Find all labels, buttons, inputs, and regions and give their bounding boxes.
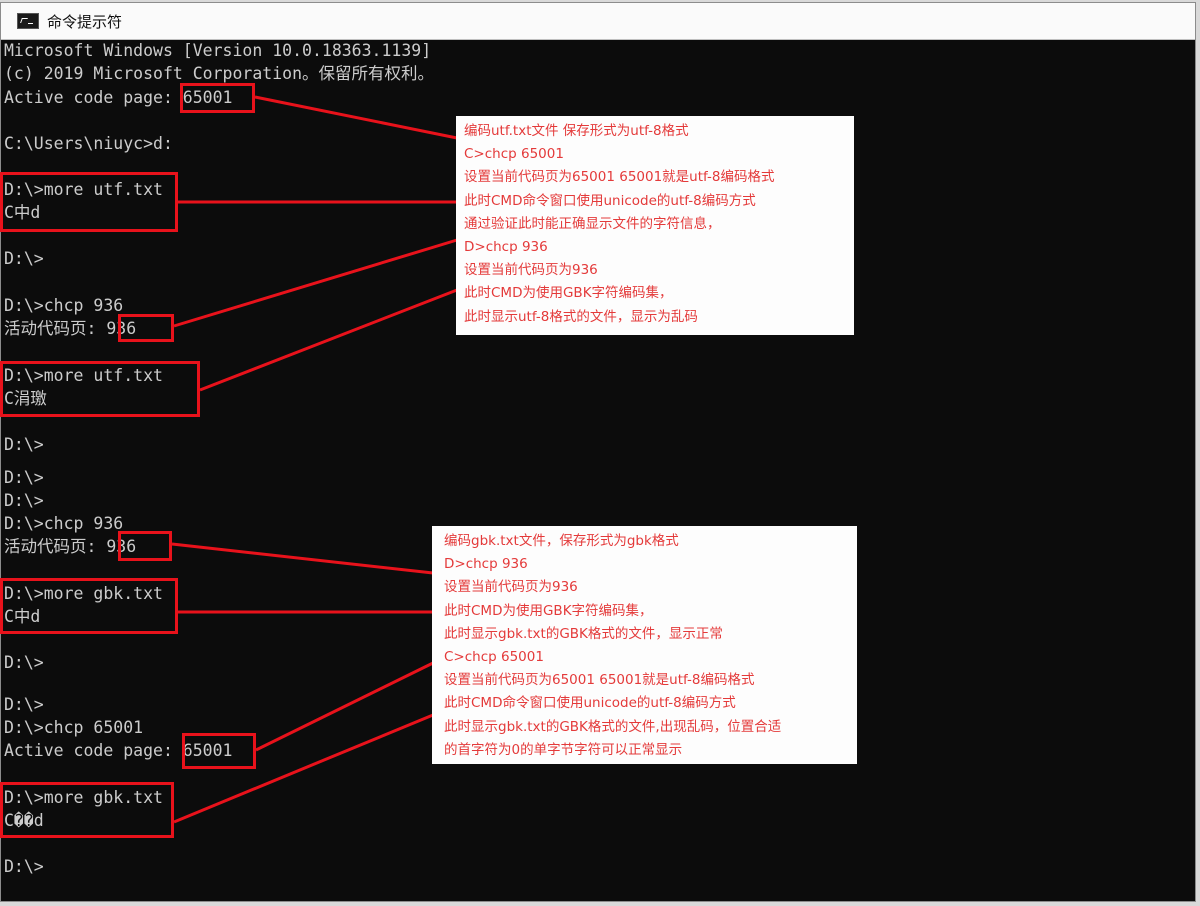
console-line: D:\>more utf.txt — [4, 180, 163, 199]
note-line: 编码gbk.txt文件，保存形式为gbk格式 — [444, 533, 679, 549]
console-line: D:\> — [4, 491, 44, 510]
note-line: 此时显示utf-8格式的文件，显示为乱码 — [464, 308, 698, 325]
console-line: D:\> — [4, 249, 44, 268]
note-line: 设置当前代码页为65001 65001就是utf-8编码格式 — [444, 672, 755, 689]
note-line: 此时CMD为使用GBK字符编码集， — [444, 602, 653, 619]
console-line: C中d — [4, 607, 41, 626]
note-utf-explanation: 编码utf.txt文件 保存形式为utf-8格式 C>chcp 65001 设置… — [456, 116, 854, 335]
console-line: C涓璬 — [4, 389, 47, 408]
console-line: D:\> — [4, 435, 44, 454]
title-bar[interactable]: 命令提示符 — [1, 3, 1195, 40]
note-line: 此时CMD命令窗口使用unicode的utf-8编码方式 — [444, 695, 736, 712]
note-line: 的首字符为0的单字节字符可以正常显示 — [444, 741, 683, 758]
note-gbk-explanation: 编码gbk.txt文件，保存形式为gbk格式 D>chcp 936 设置当前代码… — [432, 526, 857, 764]
console-line: C中d — [4, 203, 41, 222]
console-line: D:\>more gbk.txt — [4, 584, 163, 603]
cmd-console-icon — [17, 13, 39, 29]
console-line: D:\> — [4, 857, 44, 876]
note-line: C>chcp 65001 — [444, 648, 544, 665]
note-line: D>chcp 936 — [444, 556, 528, 573]
console-line: D:\>chcp 936 — [4, 514, 124, 533]
note-line: 此时CMD为使用GBK字符编码集， — [464, 285, 673, 302]
highlight-codepage-65001-top — [180, 83, 255, 113]
console-line: D:\> — [4, 468, 44, 487]
console-line: Active code page: 65001 — [4, 88, 233, 107]
note-line: 设置当前代码页为65001 65001就是utf-8编码格式 — [464, 169, 775, 186]
note-line: 编码utf.txt文件 保存形式为utf-8格式 — [464, 123, 689, 139]
console-line: D:\>more utf.txt — [4, 366, 163, 385]
note-line: 此时显示gbk.txt的GBK格式的文件，显示正常 — [444, 625, 723, 642]
highlight-more-utf-result-1 — [0, 172, 178, 232]
console-line: 活动代码页: 936 — [4, 319, 137, 338]
console-line: Microsoft Windows [Version 10.0.18363.11… — [4, 41, 432, 60]
console-line: (c) 2019 Microsoft Corporation。保留所有权利。 — [4, 64, 435, 83]
console-line: D:\> — [4, 695, 44, 714]
note-line: 设置当前代码页为936 — [464, 262, 598, 279]
highlight-more-gbk-result-1 — [0, 578, 178, 634]
console-line: D:\>chcp 65001 — [4, 718, 144, 737]
note-line: C>chcp 65001 — [464, 146, 564, 163]
console-line: D:\> — [4, 653, 44, 672]
console-line: D:\>more gbk.txt — [4, 788, 163, 807]
note-line: D>chcp 936 — [464, 238, 548, 255]
highlight-more-gbk-result-2 — [0, 782, 174, 838]
note-line: 通过验证此时能正确显示文件的字符信息， — [464, 215, 721, 232]
console-line: C��d — [4, 811, 44, 830]
note-line: 设置当前代码页为936 — [444, 579, 578, 596]
highlight-codepage-936-1 — [118, 314, 174, 342]
console-line: 活动代码页: 936 — [4, 537, 137, 556]
note-line: 此时显示gbk.txt的GBK格式的文件,出现乱码，位置合适 — [444, 718, 782, 735]
note-line: 此时CMD命令窗口使用unicode的utf-8编码方式 — [464, 192, 756, 209]
highlight-codepage-936-2 — [118, 531, 172, 561]
highlight-more-utf-result-2 — [0, 361, 200, 417]
highlight-codepage-65001-bottom — [182, 733, 256, 769]
console-line: C:\Users\niuyc>d: — [4, 134, 173, 153]
window-title: 命令提示符 — [47, 12, 123, 31]
console-line: D:\>chcp 936 — [4, 296, 124, 315]
